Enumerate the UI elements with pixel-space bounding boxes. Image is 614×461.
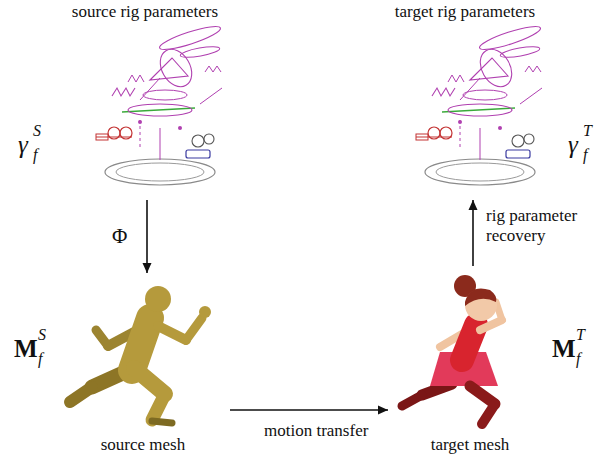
node-caption: target mesh	[431, 435, 510, 455]
edge-label: motion transfer	[262, 421, 370, 441]
target-rig	[416, 22, 542, 185]
source-mesh-figure	[70, 286, 211, 423]
math-subscript: f	[583, 147, 587, 163]
target-mesh-figure	[402, 275, 502, 424]
source-rig	[96, 22, 222, 185]
math-superscript: S	[33, 123, 41, 139]
figure-node: target mesh	[390, 268, 550, 455]
node-caption: source rig parameters	[72, 2, 218, 22]
math-superscript: S	[38, 327, 46, 343]
edge-label: Φ	[110, 226, 129, 246]
edge-label: rig parameter recovery	[484, 206, 610, 246]
figure-node: source mesh	[58, 275, 228, 455]
math-superscript: T	[576, 327, 585, 343]
arrowhead	[378, 406, 388, 415]
arrow-connector	[230, 409, 388, 411]
math-symbol: γ	[18, 132, 28, 157]
math-superscript: T	[583, 123, 592, 139]
arrow-connector	[146, 200, 148, 273]
math-subscript: f	[576, 351, 580, 367]
math-symbol: M	[552, 336, 576, 361]
arrowhead	[143, 263, 152, 273]
arrowhead	[469, 200, 478, 210]
math-symbol: M	[14, 336, 38, 361]
node-caption: target rig parameters	[395, 2, 535, 22]
math-subscript: f	[38, 351, 42, 367]
figure-node: target rig parameters	[390, 2, 540, 198]
node-caption: source mesh	[101, 435, 186, 455]
figure-node: source rig parameters	[68, 2, 222, 198]
math-symbol: γ	[568, 132, 578, 157]
math-subscript: f	[33, 147, 37, 163]
